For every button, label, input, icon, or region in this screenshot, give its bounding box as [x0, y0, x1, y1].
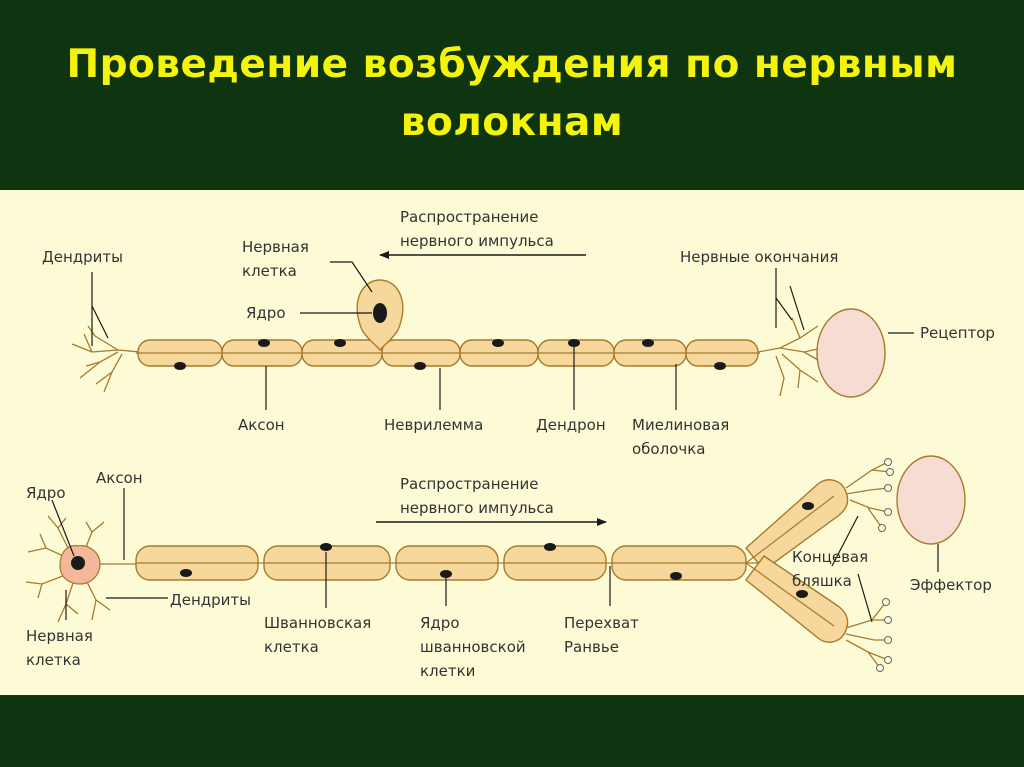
terminal-button: [878, 524, 886, 532]
schwann-nucleus-label-line2: шванновской: [420, 638, 526, 656]
cell-nucleus: [373, 303, 387, 323]
schwann-nucleus-label-line1: Ядро: [420, 614, 460, 632]
ranvier-label-line1: Перехват: [564, 614, 639, 632]
top-axon-label: Аксон: [238, 416, 285, 434]
schwann-nucleus: [180, 569, 192, 577]
bottom-cell-label-line1: Нервная: [26, 627, 93, 645]
effector-shape: [896, 455, 966, 545]
slide-title: Проведение возбуждения по нервным волокн…: [66, 42, 958, 145]
terminal-button: [884, 656, 892, 664]
schwann-nucleus: [544, 543, 556, 551]
schwann-nucleus: [258, 339, 270, 347]
top-dendrite-tree: [71, 325, 141, 393]
bottom-nucleus-label: Ядро: [26, 484, 66, 502]
schwann-nucleus: [714, 362, 726, 370]
dendron-label: Дендрон: [536, 416, 606, 434]
schwann-nucleus: [670, 572, 682, 580]
schwann-nucleus: [320, 543, 332, 551]
schwann-cell-label-line2: клетка: [264, 638, 319, 656]
bottom-schwann-nuclei: [180, 543, 682, 580]
end-plate-label-line2: бляшка: [792, 572, 852, 590]
top-schwann-nuclei: [174, 339, 726, 370]
receptor-label: Рецептор: [920, 324, 995, 342]
bottom-neuron: Ядро Аксон Распространение нервного импу…: [25, 455, 992, 680]
top-nerve-endings: [757, 317, 823, 397]
terminal-button: [884, 484, 892, 492]
schwann-nucleus: [492, 339, 504, 347]
branch-nucleus: [796, 590, 808, 598]
top-propagation-label-line2: нервного импульса: [400, 232, 554, 250]
schwann-nucleus: [568, 339, 580, 347]
top-dendrites-label: Дендриты: [42, 248, 123, 266]
end-plate-label-line1: Концевая: [792, 548, 868, 566]
terminal-button: [882, 598, 890, 606]
schwann-nucleus: [334, 339, 346, 347]
myelin-label-line1: Миелиновая: [632, 416, 729, 434]
schwann-nucleus: [440, 570, 452, 578]
bottom-branches: [745, 479, 849, 643]
top-nucleus-label: Ядро: [246, 304, 286, 322]
top-propagation-label-line1: Распространение: [400, 208, 539, 226]
schwann-nucleus: [414, 362, 426, 370]
nerve-endings-label: Нервные окончания: [680, 248, 838, 266]
top-myelin-segments: [136, 339, 760, 367]
bottom-cell-label-line2: клетка: [26, 651, 81, 669]
terminal-button: [884, 508, 892, 516]
ranvier-label-line2: Ранвье: [564, 638, 619, 656]
terminal-button: [886, 468, 894, 476]
bottom-axon-label: Аксон: [96, 469, 143, 487]
top-cell-label-line1: Нервная: [242, 238, 309, 256]
bottom-cell-nucleus: [71, 556, 85, 570]
top-cell-label-line2: клетка: [242, 262, 297, 280]
terminal-button: [884, 458, 892, 466]
title-band: Проведение возбуждения по нервным волокн…: [0, 0, 1024, 186]
schwann-nucleus: [174, 362, 186, 370]
receptor-shape: [816, 308, 886, 398]
top-neuron: Дендриты Нервная клетка Ядро Распростран…: [42, 208, 995, 458]
bottom-myelin-segments: [135, 545, 760, 581]
schwann-nucleus: [642, 339, 654, 347]
branch-nucleus: [802, 502, 814, 510]
schwann-nucleus-label-line3: клетки: [420, 662, 475, 680]
diagram-panel: Дендриты Нервная клетка Ядро Распростран…: [0, 190, 1024, 695]
terminal-button: [876, 664, 884, 672]
bottom-propagation-label-line1: Распространение: [400, 475, 539, 493]
terminal-button: [884, 636, 892, 644]
bottom-dendrites-label: Дендриты: [170, 591, 251, 609]
terminal-button: [884, 616, 892, 624]
top-cell-body: [356, 279, 404, 352]
bottom-pointer-lines: [51, 488, 939, 623]
bottom-propagation-label-line2: нервного импульса: [400, 499, 554, 517]
myelin-label-line2: оболочка: [632, 440, 705, 458]
neurilemma-label: Неврилемма: [384, 416, 483, 434]
schwann-cell-label-line1: Шванновская: [264, 614, 371, 632]
top-pointer-lines: [91, 261, 914, 410]
bottom-band: [0, 695, 1024, 767]
bottom-cell-body: [25, 515, 140, 623]
effector-label: Эффектор: [910, 576, 992, 594]
nerve-fiber-diagram: Дендриты Нервная клетка Ядро Распростран…: [25, 208, 995, 680]
end-plate-terminals: [845, 458, 894, 672]
